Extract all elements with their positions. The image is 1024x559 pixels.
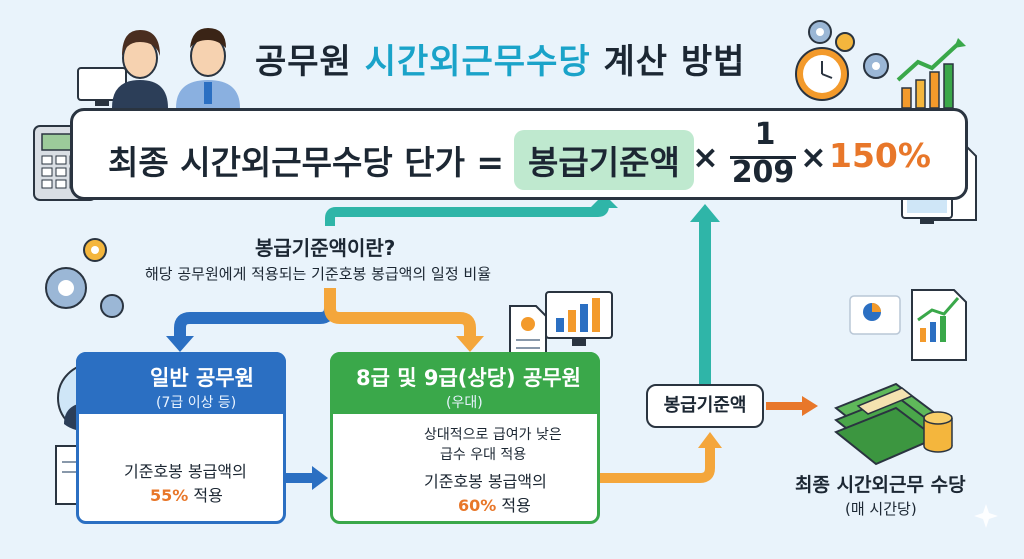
flow-arrow-to-special [324,288,484,352]
special-officer-rate: 60% 적용 [458,492,531,516]
base-amount-label: 봉급기준액 [646,384,764,428]
flow-arrow-special-to-pill [600,432,722,483]
general-officer-percent: 55% [150,486,189,505]
special-officer-text-3: 기준호봉 봉급액의 [424,472,547,491]
woman-avatar-icon [112,30,168,108]
special-officer-text-1: 상대적으로 급여가 낮은 [424,427,562,443]
special-officer-card-header [330,352,600,414]
pie-chart-card-icon [849,295,901,335]
flow-arrow-question-to-formula [325,194,618,226]
general-officer-rate: 55% 적용 [150,482,223,506]
multiply-sign: × [692,138,719,176]
special-officer-title: 8급 및 9급(상당) 공무원 [356,366,581,390]
question-description: 해당 공무원에게 적용되는 기준호봉 봉급액의 일정 비율 [145,265,492,283]
formula-base-amount: 봉급기준액 [514,130,694,190]
growth-chart-icon [896,38,966,109]
flow-arrow-pill-to-formula [690,204,720,384]
general-officer-subtitle: (7급 이상 등) [156,395,237,411]
special-officer-percent: 60% [458,496,497,515]
coin-stack-icon [923,411,953,453]
apply-suffix: 적용 [188,486,223,505]
man-avatar-icon [176,28,240,108]
page-title: 공무원 시간외근무수당 계산 방법 [255,34,775,84]
title-highlight: 시간외근무수당 [364,42,591,82]
question-title: 봉급기준액이란? [255,236,396,260]
sparkle-icon [974,504,998,528]
formula-left-text: 최종 시간외근무수당 단가 = [108,143,505,182]
title-part-1: 공무원 [255,42,365,82]
flow-arrow-general-to-special [286,466,328,490]
general-officer-card-header [76,352,286,414]
flow-arrow-to-general [166,288,336,352]
fraction-denominator: 209 [731,155,795,190]
gear-icon [45,238,124,318]
apply-suffix: 적용 [496,496,531,515]
formula-percent: 150% [829,136,931,175]
final-allowance-subtitle: (매 시간당) [845,500,917,518]
general-officer-text: 기준호봉 봉급액의 [124,462,247,481]
multiply-sign: × [800,138,827,176]
title-part-3: 계산 방법 [590,42,746,82]
fraction-numerator: 1 [754,117,776,152]
trend-document-icon [911,289,967,361]
general-officer-title: 일반 공무원 [150,366,254,390]
special-officer-text-2: 급수 우대 적용 [440,447,527,463]
special-officer-subtitle: (우대) [446,395,483,411]
fraction-line [730,156,796,159]
final-allowance-title: 최종 시간외근무 수당 [795,474,966,496]
spreadsheet-icon [509,305,547,357]
money-stack-icon [834,382,938,466]
bar-chart-monitor-icon [545,291,613,346]
clock-icon [795,47,849,101]
flow-arrow-pill-to-money [766,396,818,416]
gear-icon [808,20,889,79]
